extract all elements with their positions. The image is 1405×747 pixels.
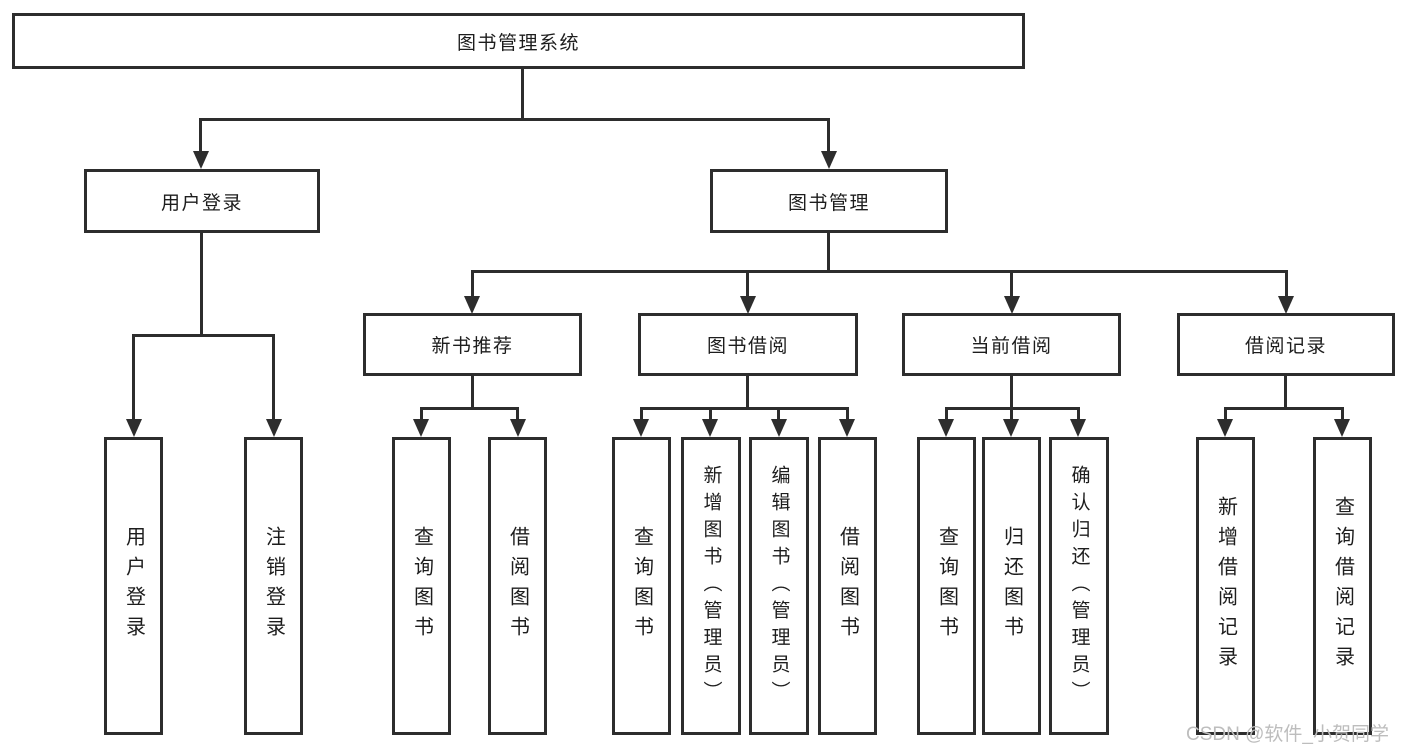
node-label: 确认归还（管理员） [1068,464,1090,708]
connector-line [846,407,849,421]
arrow-down-icon [1070,419,1086,437]
connector-line [1010,376,1013,410]
leaf-borrow-books-borrowing: 借阅图书 [818,437,877,735]
node-user-login: 用户登录 [84,169,320,233]
leaf-edit-books-admin: 编辑图书（管理员） [749,437,809,735]
arrow-down-icon [1004,296,1020,314]
node-label: 新书推荐 [431,336,514,357]
connector-line [1285,270,1288,298]
arrow-down-icon [266,419,282,437]
connector-line [200,233,203,337]
connector-line [1224,407,1344,410]
leaf-query-borrow-record: 查询借阅记录 [1313,437,1372,735]
node-new-book-recommend: 新书推荐 [363,313,582,376]
arrow-down-icon [821,151,837,169]
csdn-watermark: CSDN @软件_小贺同学 [1186,724,1389,745]
node-label: 借阅图书 [836,526,859,646]
connector-line [471,376,474,410]
node-current-borrowing: 当前借阅 [902,313,1121,376]
leaf-return-books: 归还图书 [982,437,1041,735]
connector-line [272,334,275,419]
node-label: 图书管理 [787,192,870,214]
arrow-down-icon [510,419,526,437]
connector-line [1077,407,1080,421]
leaf-logout: 注销登录 [244,437,303,735]
arrow-down-icon [464,296,480,314]
connector-line [1224,407,1227,421]
leaf-user-login: 用户登录 [104,437,163,735]
leaf-query-books-borrowing: 查询图书 [612,437,671,735]
node-label: 归还图书 [1000,526,1023,646]
node-label: 当前借阅 [970,336,1053,357]
connector-line [640,407,643,421]
node-label: 查询图书 [410,526,433,646]
connector-line [746,270,749,298]
leaf-borrow-books-recommend: 借阅图书 [488,437,547,735]
node-label: 查询图书 [630,526,653,646]
connector-line [199,118,202,152]
leaf-query-books-recommend: 查询图书 [392,437,451,735]
arrow-down-icon [413,419,429,437]
node-book-management: 图书管理 [710,169,948,233]
connector-line [777,407,780,421]
connector-line [471,270,474,298]
connector-line [199,118,830,121]
connector-line [640,407,849,410]
connector-line [420,407,519,410]
node-label: 编辑图书（管理员） [768,464,790,708]
connector-line [516,407,519,421]
leaf-add-books-admin: 新增图书（管理员） [681,437,741,735]
node-label: 图书借阅 [706,336,789,357]
leaf-query-books-current: 查询图书 [917,437,976,735]
node-label: 图书管理系统 [456,32,580,54]
node-label: 新增图书（管理员） [700,464,722,708]
arrow-down-icon [1003,419,1019,437]
arrow-down-icon [1278,296,1294,314]
connector-line [1010,407,1013,421]
node-label: 查询图书 [935,526,958,646]
leaf-add-borrow-record: 新增借阅记录 [1196,437,1255,735]
connector-line [746,376,749,410]
node-label: 新增借阅记录 [1214,496,1237,676]
connector-line [945,407,948,421]
arrow-down-icon [702,419,718,437]
arrow-down-icon [839,419,855,437]
node-library-system: 图书管理系统 [12,13,1025,69]
node-label: 用户登录 [160,192,243,214]
connector-line [827,233,830,273]
arrow-down-icon [126,419,142,437]
connector-line [1341,407,1344,421]
node-book-borrowing: 图书借阅 [638,313,858,376]
connector-line [420,407,423,421]
arrow-down-icon [633,419,649,437]
connector-line [471,270,1288,273]
arrow-down-icon [740,296,756,314]
node-label: 用户登录 [122,526,145,646]
connector-line [709,407,712,421]
arrow-down-icon [193,151,209,169]
arrow-down-icon [1217,419,1233,437]
connector-line [132,334,275,337]
arrow-down-icon [1334,419,1350,437]
arrow-down-icon [771,419,787,437]
connector-line [1284,376,1287,410]
connector-line [521,66,524,121]
node-label: 注销登录 [262,526,285,646]
connector-line [132,334,135,419]
node-label: 查询借阅记录 [1331,496,1354,676]
node-label: 借阅图书 [506,526,529,646]
arrow-down-icon [938,419,954,437]
leaf-confirm-return-admin: 确认归还（管理员） [1049,437,1109,735]
node-label: 借阅记录 [1244,336,1327,357]
connector-line [827,118,830,152]
node-borrow-records: 借阅记录 [1177,313,1395,376]
connector-line [1010,270,1013,298]
